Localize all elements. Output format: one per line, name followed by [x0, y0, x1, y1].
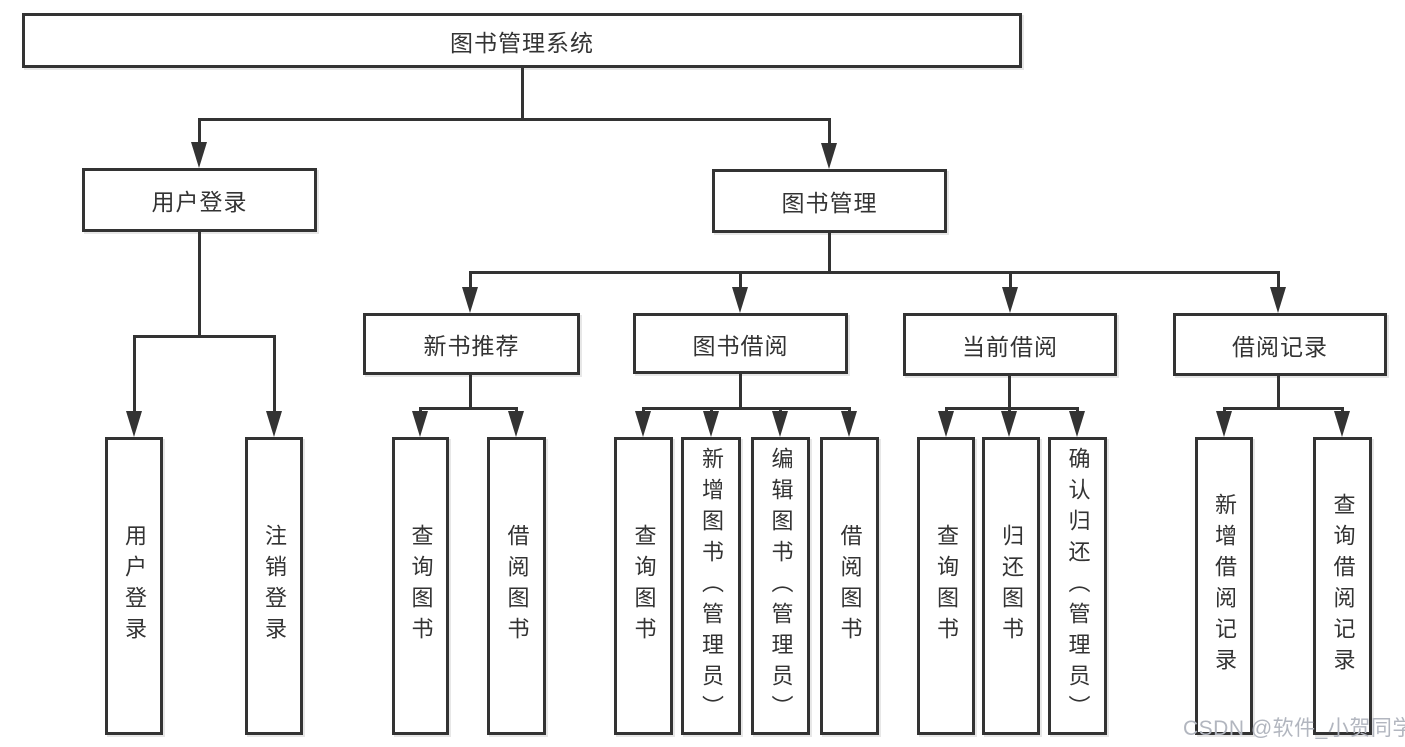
edge-drop-d2 [1007, 406, 1011, 415]
node-book-borrow: 图书借阅 [633, 313, 848, 374]
leaf-query-borrow-record-label: 查询借阅记录 [1330, 493, 1356, 679]
edge-book-borrow-bus [641, 406, 851, 410]
node-book-borrow-label: 图书借阅 [692, 332, 789, 359]
arrowhead-b2 [508, 411, 524, 437]
edge-drop-e1 [1222, 406, 1226, 415]
edge-drop-c2 [709, 406, 713, 415]
leaf-rec-borrow-books: 借阅图书 [487, 437, 546, 735]
edge-drop-b1 [418, 406, 422, 415]
node-book-mgmt-label: 图书管理 [781, 190, 878, 216]
arrowhead-c2 [703, 411, 719, 437]
edge-new-book-rec-bus [418, 406, 518, 410]
leaf-edit-book-admin-label: 编辑图书（管理员） [768, 446, 794, 726]
leaf-rec-query-books-label: 查询图书 [408, 524, 434, 648]
csdn-watermark: CSDN @软件_小贺同学 [1183, 717, 1405, 740]
leaf-add-borrow-record-label: 新增借阅记录 [1212, 493, 1237, 679]
edge-current-borrow-stem [1007, 376, 1011, 409]
leaf-confirm-return-admin-label: 确认归还（管理员） [1065, 446, 1091, 726]
arrowhead-d1 [938, 411, 954, 437]
node-current-borrow: 当前借阅 [903, 313, 1117, 376]
leaf-borrow-query-books: 查询图书 [614, 437, 673, 735]
node-user-login-label: 用户登录 [151, 189, 248, 215]
edge-book-borrow-stem [738, 374, 742, 409]
leaf-query-borrow-record: 查询借阅记录 [1313, 437, 1372, 735]
arrowhead-borrow-records [1270, 287, 1286, 313]
node-root-label: 图书管理系统 [450, 29, 594, 56]
edge-borrow-records-bus [1222, 406, 1344, 410]
leaf-confirm-return-admin: 确认归还（管理员） [1048, 437, 1107, 735]
leaf-rec-query-books: 查询图书 [392, 437, 449, 735]
leaf-borrow-borrow-books-label: 借阅图书 [837, 524, 863, 648]
edge-root-bus [197, 117, 831, 121]
arrowhead-leaf-logout [266, 411, 282, 437]
edge-new-book-rec-stem [468, 375, 472, 409]
arrowhead-book-mgmt [821, 143, 837, 169]
leaf-logout: 注销登录 [245, 437, 303, 735]
leaf-current-query-books: 查询图书 [917, 437, 975, 735]
arrowhead-book-borrow [732, 287, 748, 313]
edge-drop-new-book-rec [468, 270, 472, 291]
node-user-login: 用户登录 [82, 168, 317, 232]
edge-drop-book-mgmt [827, 117, 831, 147]
leaf-add-book-admin: 新增图书（管理员） [681, 437, 741, 735]
edge-drop-e2 [1340, 406, 1344, 415]
leaf-edit-book-admin: 编辑图书（管理员） [751, 437, 810, 735]
arrowhead-c4 [841, 411, 857, 437]
edge-drop-b2 [514, 406, 518, 415]
edge-drop-d3 [1075, 406, 1079, 415]
edge-book-mgmt-bus [468, 270, 1280, 274]
node-new-book-rec: 新书推荐 [363, 313, 580, 375]
node-borrow-records: 借阅记录 [1173, 313, 1387, 376]
arrowhead-e1 [1216, 411, 1232, 437]
arrowhead-d2 [1001, 411, 1017, 437]
arrowhead-current-borrow [1002, 287, 1018, 313]
edge-drop-leaf-logout [272, 334, 276, 413]
edge-drop-book-borrow [738, 270, 742, 291]
arrowhead-user-login [191, 142, 207, 168]
node-borrow-records-label: 借阅记录 [1232, 333, 1328, 360]
node-new-book-rec-label: 新书推荐 [423, 333, 520, 359]
leaf-return-books-label: 归还图书 [999, 524, 1024, 648]
edge-drop-c1 [641, 406, 645, 415]
edge-drop-c3 [778, 406, 782, 415]
leaf-borrow-query-books-label: 查询图书 [631, 524, 657, 648]
leaf-add-book-admin-label: 新增图书（管理员） [699, 446, 724, 726]
arrowhead-e2 [1334, 411, 1350, 437]
edge-borrow-records-stem [1276, 376, 1280, 409]
arrowhead-b1 [412, 411, 428, 437]
edge-root-stem [520, 68, 524, 119]
arrowhead-leaf-login [126, 411, 142, 437]
node-root: 图书管理系统 [22, 13, 1022, 68]
arrowhead-d3 [1069, 411, 1085, 437]
edge-book-mgmt-stem [827, 233, 831, 273]
leaf-user-login: 用户登录 [105, 437, 163, 735]
leaf-logout-label: 注销登录 [262, 524, 287, 648]
edge-user-login-stem [197, 232, 201, 337]
edge-drop-d1 [944, 406, 948, 415]
edge-drop-c4 [847, 406, 851, 415]
leaf-borrow-borrow-books: 借阅图书 [820, 437, 879, 735]
edge-drop-leaf-login [132, 334, 136, 413]
arrowhead-c1 [635, 411, 651, 437]
edge-drop-user-login [197, 117, 201, 146]
edge-drop-current-borrow [1008, 270, 1012, 291]
node-current-borrow-label: 当前借阅 [962, 333, 1058, 360]
edge-user-login-bus [132, 334, 276, 338]
leaf-return-books: 归还图书 [982, 437, 1040, 735]
arrowhead-new-book-rec [462, 287, 478, 313]
node-book-mgmt: 图书管理 [712, 169, 947, 233]
leaf-rec-borrow-books-label: 借阅图书 [504, 524, 530, 648]
leaf-current-query-books-label: 查询图书 [934, 524, 959, 648]
edge-current-borrow-bus [944, 406, 1079, 410]
edge-drop-borrow-records [1276, 270, 1280, 291]
arrowhead-c3 [772, 411, 788, 437]
leaf-user-login-label: 用户登录 [122, 524, 147, 648]
leaf-add-borrow-record: 新增借阅记录 [1195, 437, 1253, 735]
